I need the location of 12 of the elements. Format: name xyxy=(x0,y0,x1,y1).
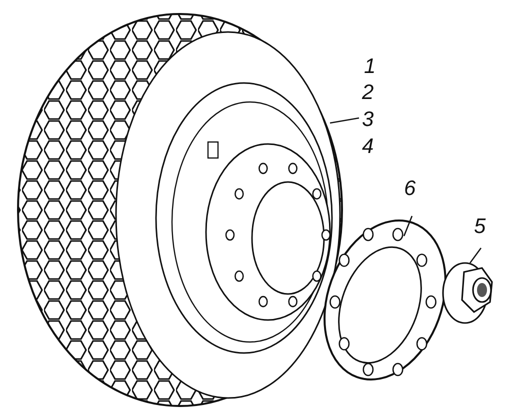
callout-number: 5 xyxy=(474,216,486,237)
leader-line xyxy=(469,248,482,264)
callout-number: 1 xyxy=(364,56,376,77)
ring-drawing xyxy=(324,220,446,380)
callout-number: 6 xyxy=(404,178,416,199)
callout-number: 4 xyxy=(362,136,374,157)
nut-drawing xyxy=(442,262,493,324)
wheel-drawing xyxy=(17,13,343,407)
leader-line xyxy=(330,117,360,124)
callout-number: 3 xyxy=(362,109,374,130)
leader-line xyxy=(403,216,413,236)
callout-number: 2 xyxy=(362,82,374,103)
